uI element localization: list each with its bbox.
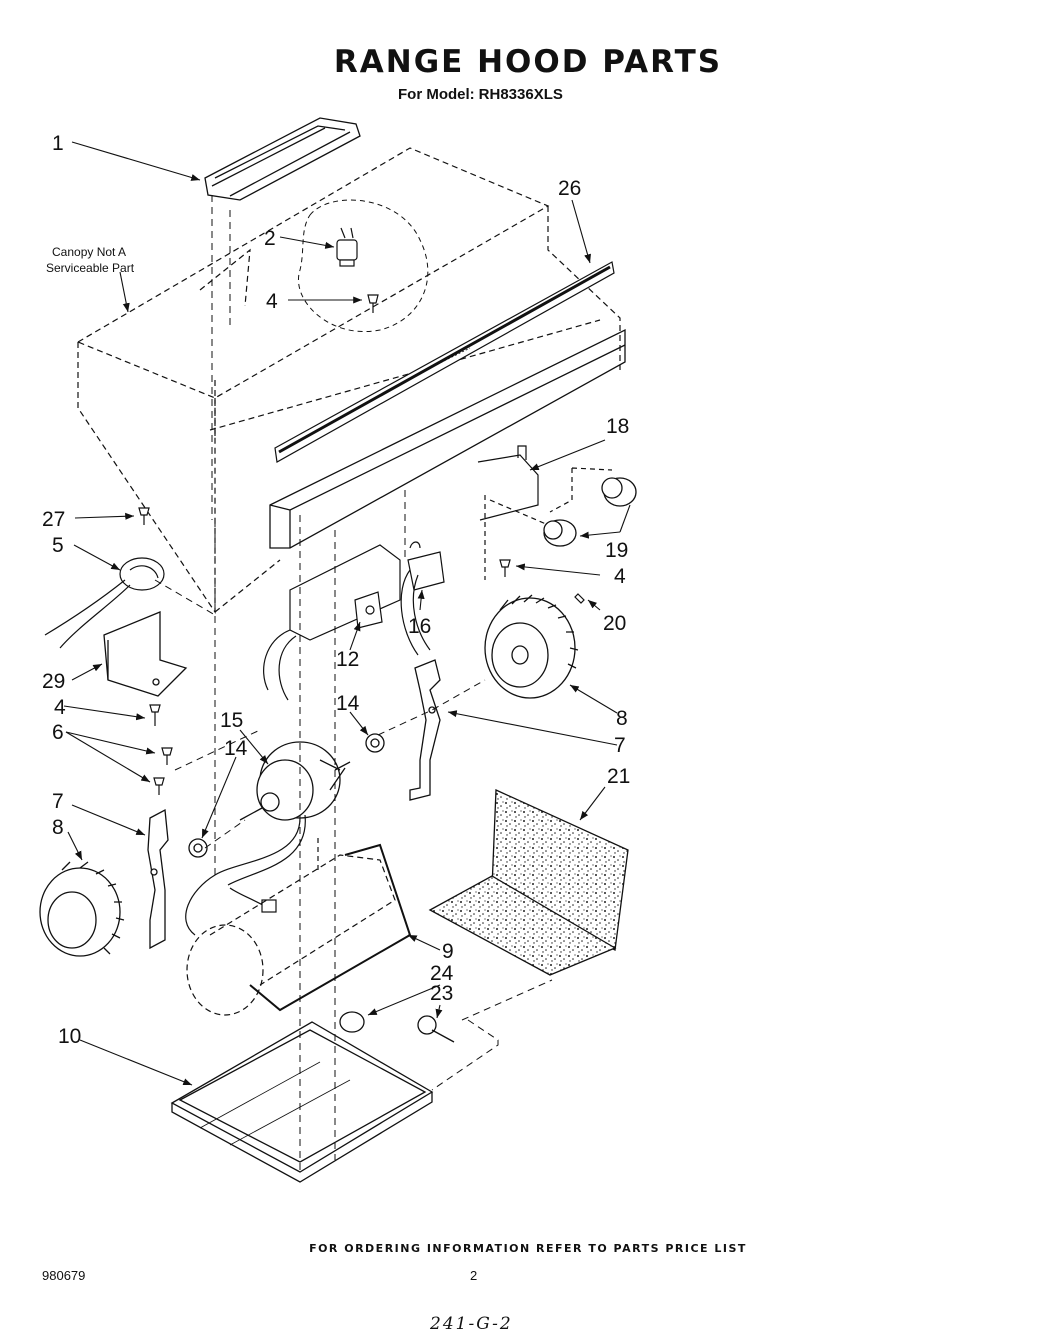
part-24-lamp bbox=[339, 1011, 365, 1033]
part-7-bracket-left bbox=[147, 808, 169, 950]
canopy-note-line2: Serviceable Part bbox=[46, 261, 135, 275]
part-10-bottom-pan bbox=[170, 1021, 434, 1183]
damper-outline bbox=[298, 199, 429, 332]
callout-5: 5 bbox=[52, 534, 64, 557]
part-2-connector bbox=[336, 227, 358, 267]
callout-29: 29 bbox=[42, 670, 65, 693]
callout-23: 23 bbox=[430, 982, 453, 1005]
callout-16: 16 bbox=[408, 615, 431, 638]
part-14-grommets bbox=[188, 733, 385, 858]
callout-18: 18 bbox=[606, 415, 629, 438]
part-16-switch bbox=[400, 541, 445, 656]
model-line: For Model:RH8336XLS bbox=[398, 86, 567, 103]
part-9-blower-housing bbox=[186, 838, 412, 1016]
callout-4-left: 4 bbox=[54, 696, 66, 719]
part-18-control-panel bbox=[477, 445, 613, 580]
ordering-info: FOR ORDERING INFORMATION REFER TO PARTS … bbox=[309, 1242, 747, 1255]
callouts: 1 2 4 26 18 27 5 19 4 16 20 12 29 4 14 8… bbox=[42, 132, 630, 1048]
part-5-light-socket bbox=[44, 557, 165, 649]
light-lens-strip bbox=[274, 261, 615, 463]
callout-19: 19 bbox=[605, 539, 628, 562]
canopy bbox=[76, 147, 621, 614]
callout-10: 10 bbox=[58, 1025, 81, 1048]
callout-21: 21 bbox=[607, 765, 630, 788]
callout-2: 2 bbox=[264, 227, 276, 250]
callout-4-top: 4 bbox=[266, 290, 278, 313]
page-title: RANGE HOOD PARTS bbox=[333, 44, 723, 80]
callout-12: 12 bbox=[336, 648, 359, 671]
callout-15: 15 bbox=[220, 709, 243, 732]
part-8-blower-wheel-right bbox=[484, 594, 579, 699]
callout-6: 6 bbox=[52, 721, 64, 744]
page-number: 2 bbox=[470, 1268, 478, 1283]
screws bbox=[138, 294, 585, 795]
callout-8-right: 8 bbox=[616, 707, 628, 730]
part-1-top-filter bbox=[204, 117, 361, 201]
motor-wiring bbox=[185, 814, 306, 936]
model-label: For Model: bbox=[398, 86, 475, 103]
callout-9: 9 bbox=[442, 940, 454, 963]
callout-7-left: 7 bbox=[52, 790, 64, 813]
handwritten-reference: 241-G-2 bbox=[430, 1314, 513, 1334]
callout-24: 24 bbox=[430, 962, 454, 985]
document-number: 980679 bbox=[42, 1268, 86, 1283]
callout-1: 1 bbox=[52, 132, 64, 155]
canopy-note: Canopy Not A Serviceable Part bbox=[46, 245, 135, 275]
callout-27: 27 bbox=[42, 508, 65, 531]
part-15-motor bbox=[239, 741, 351, 821]
leader-arrows bbox=[63, 141, 631, 1086]
callout-14-right: 14 bbox=[336, 692, 360, 715]
part-21-grease-filter bbox=[428, 789, 629, 976]
part-7-bracket-right bbox=[409, 659, 441, 801]
model-number: RH8336XLS bbox=[478, 86, 563, 103]
part-8-blower-wheel-left bbox=[39, 861, 125, 957]
callout-14-left: 14 bbox=[224, 737, 248, 760]
callout-8-left: 8 bbox=[52, 816, 64, 839]
callout-4-right: 4 bbox=[614, 565, 626, 588]
callout-7-right: 7 bbox=[614, 734, 626, 757]
canopy-note-line1: Canopy Not A bbox=[52, 245, 126, 259]
hood-front-panel bbox=[269, 328, 626, 549]
callout-26: 26 bbox=[558, 177, 581, 200]
part-19-knobs bbox=[543, 477, 637, 547]
part-23-screw bbox=[417, 1015, 455, 1043]
part-29-bracket bbox=[103, 611, 188, 697]
part-12-mounting-plate bbox=[263, 544, 401, 701]
callout-20: 20 bbox=[603, 612, 626, 635]
